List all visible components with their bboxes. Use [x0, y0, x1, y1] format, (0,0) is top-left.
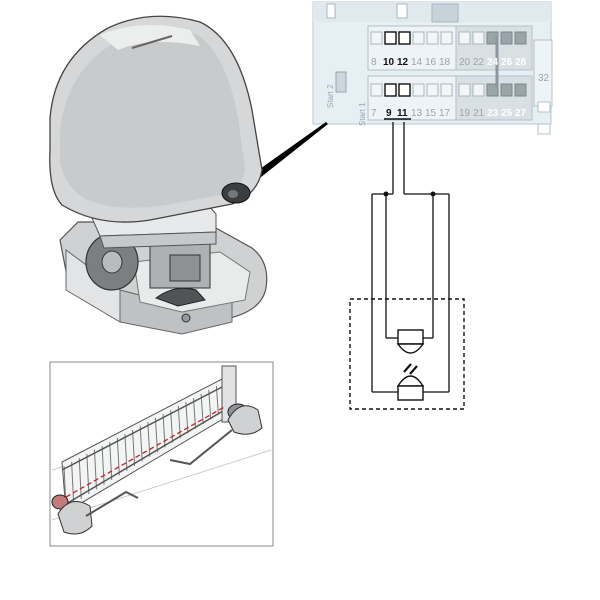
terminal-screw-27 [514, 83, 527, 97]
photocell-receiver-icon [396, 329, 425, 354]
terminal-screw-25 [500, 83, 513, 97]
terminal-screw-21 [472, 83, 485, 97]
photocell-beam [65, 405, 227, 498]
terminal-screw-11 [398, 83, 411, 97]
gate-bar [139, 425, 143, 462]
gate-bar [86, 453, 90, 495]
swing-gate-installation [49, 361, 274, 547]
terminal-24: 24 [487, 57, 499, 68]
terminal-screw-22 [472, 31, 485, 45]
terminal-19: 19 [459, 108, 471, 119]
terminal-7: 7 [371, 108, 377, 119]
terminal-22: 22 [473, 57, 485, 68]
gate-bar [208, 389, 212, 420]
gate-bar [93, 449, 97, 490]
start2-label: Start 2 [326, 84, 335, 108]
terminal-screw-13 [412, 83, 425, 97]
gate-bar [154, 417, 158, 453]
terminal-screw-12 [398, 31, 411, 45]
gate-bar [132, 429, 136, 467]
terminal-18: 18 [439, 57, 451, 68]
terminal-screw-15 [426, 83, 439, 97]
gate-bar [147, 421, 151, 457]
terminal-screw-18 [440, 31, 453, 45]
terminal-9: 9 [386, 108, 392, 119]
gate-bar [162, 413, 166, 448]
junction-dot [430, 191, 436, 197]
gate-bar [109, 441, 113, 481]
gate-bar [116, 437, 120, 476]
terminal-screw-26 [500, 31, 513, 45]
terminal-screw-8 [370, 31, 383, 45]
terminal-25: 25 [501, 108, 513, 119]
terminal-screw-7 [370, 83, 383, 97]
terminal-26: 26 [501, 57, 513, 68]
terminal-21: 21 [473, 108, 485, 119]
terminal-12: 12 [397, 57, 409, 68]
terminal-14: 14 [411, 57, 423, 68]
gate-bar [71, 461, 75, 504]
terminal-20: 20 [459, 57, 471, 68]
terminal-screw-19 [458, 83, 471, 97]
terminal-screw-23 [486, 83, 499, 97]
gate-bar [78, 457, 82, 499]
terminal-32: 32 [538, 73, 550, 84]
gate-bar [215, 385, 219, 415]
lower-terminal-screws [370, 83, 527, 97]
terminal-11: 11 [397, 108, 408, 119]
start1-label: Start 1 [358, 102, 367, 126]
terminal-8: 8 [371, 57, 377, 68]
gate-bar [200, 393, 204, 425]
terminal-screw-16 [426, 31, 439, 45]
terminal-screw-20 [458, 31, 471, 45]
terminal-23: 23 [487, 108, 499, 119]
terminal-screw-14 [412, 31, 425, 45]
terminal-28: 28 [515, 57, 527, 68]
terminal-screw-9 [384, 83, 397, 97]
terminal-screw-17 [440, 83, 453, 97]
terminal-screw-28 [514, 31, 527, 45]
terminal-10: 10 [383, 57, 395, 68]
gate-bar [101, 445, 105, 485]
terminal-13: 13 [411, 108, 423, 119]
gate-motor-unit [49, 15, 268, 335]
photocell-transmitter-icon [396, 363, 425, 401]
upper-terminal-screws [370, 31, 527, 45]
terminal-16: 16 [425, 57, 437, 68]
photocell-wiring [371, 122, 450, 393]
gate-bar [124, 433, 128, 471]
terminal-15: 15 [425, 108, 437, 119]
terminal-27: 27 [515, 108, 527, 119]
terminal-17: 17 [439, 108, 451, 119]
terminal-screw-10 [384, 31, 397, 45]
terminal-board: Start 2 Start 1 32 8 10 12 14 16 18 20 2… [312, 1, 553, 135]
junction-dot [383, 191, 389, 197]
gate-bars [63, 381, 227, 509]
device-box [349, 298, 465, 410]
